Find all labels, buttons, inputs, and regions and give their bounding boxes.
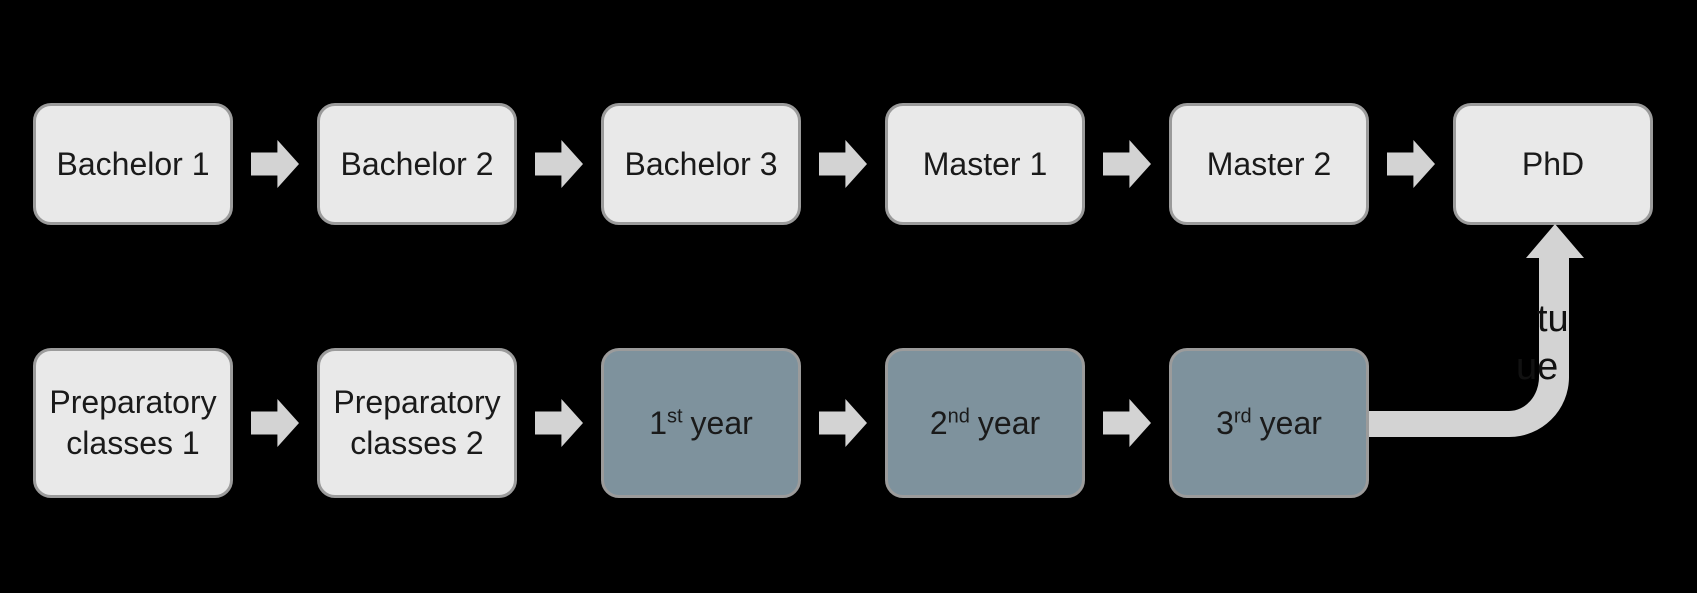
box-bachelor-2: Bachelor 2	[317, 103, 517, 225]
up-arrowhead-icon	[1526, 224, 1584, 258]
box-master-1: Master 1	[885, 103, 1085, 225]
arrow-label-fragment-line2: ue	[1516, 346, 1559, 388]
box-bachelor-1: Bachelor 1	[33, 103, 233, 225]
right-arrow-icon	[1103, 399, 1151, 447]
right-arrow-icon	[251, 399, 299, 447]
box-master-2: Master 2	[1169, 103, 1369, 225]
box-label: Preparatory classes 1	[49, 384, 217, 461]
right-arrow-icon	[535, 399, 583, 447]
right-arrow-icon	[535, 140, 583, 188]
box-label: Bachelor 3	[624, 145, 778, 182]
right-arrow-icon	[251, 140, 299, 188]
box-label: PhD	[1521, 145, 1585, 182]
right-arrow-icon	[1387, 140, 1435, 188]
box-label: Master 1	[922, 145, 1048, 182]
box-label: Bachelor 1	[56, 145, 210, 182]
box-preparatory-classes-1: Preparatory classes 1	[33, 348, 233, 498]
box-phd: PhD	[1453, 103, 1653, 225]
right-arrow-icon	[1103, 140, 1151, 188]
box-label: Bachelor 2	[340, 145, 494, 182]
arrow-label-fragment-line1: tu	[1537, 298, 1569, 340]
box-label: Preparatory classes 2	[333, 384, 501, 461]
box-label: Master 2	[1206, 145, 1332, 182]
box-bachelor-3: Bachelor 3	[601, 103, 801, 225]
right-arrow-icon	[819, 140, 867, 188]
box-preparatory-classes-2: Preparatory classes 2	[317, 348, 517, 498]
right-arrow-icon	[819, 399, 867, 447]
elbow-arrow-to-phd	[1369, 253, 1569, 437]
